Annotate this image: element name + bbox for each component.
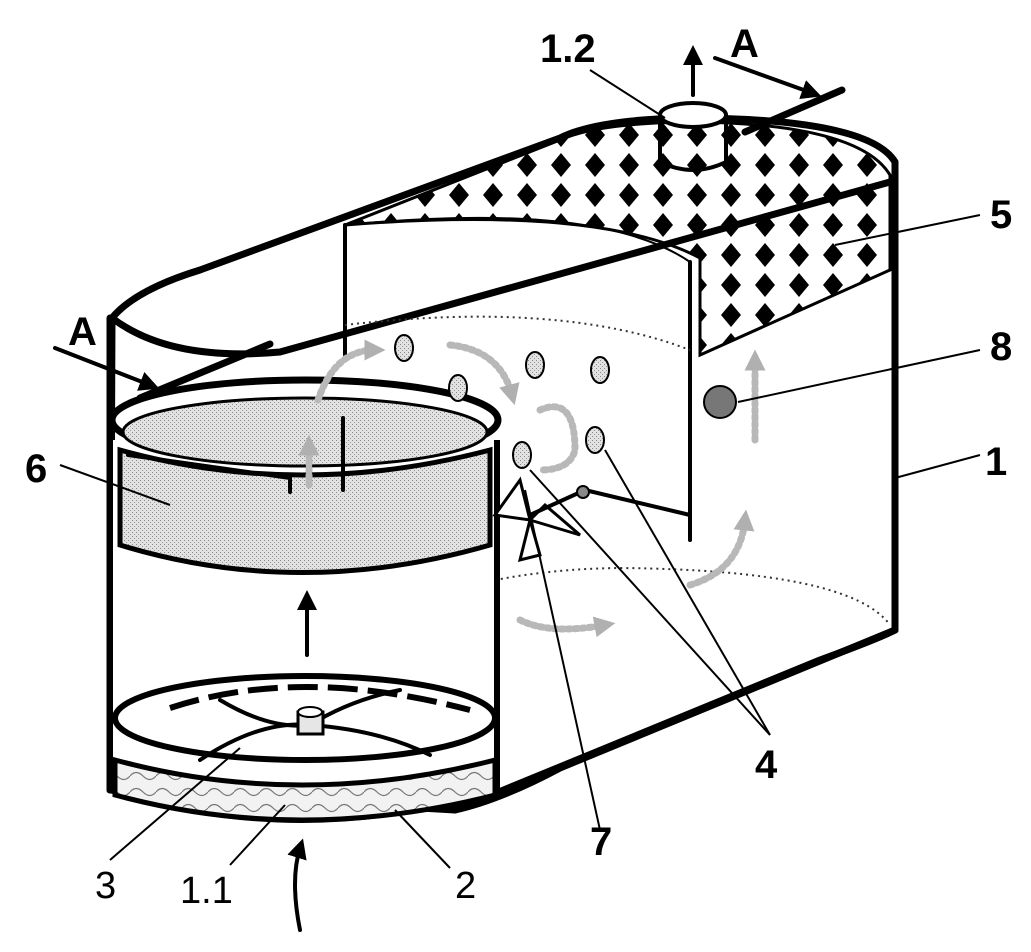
nozzles	[394, 334, 610, 469]
fan	[492, 476, 692, 563]
cartridge-cylinder	[107, 376, 502, 823]
label-nozzles: 4	[755, 743, 778, 787]
label-filter-block: 5	[990, 193, 1012, 237]
label-section-right: A	[730, 22, 759, 66]
label-fan: 7	[590, 820, 612, 864]
label-inlet: 1.1	[180, 870, 233, 912]
label-impeller: 3	[95, 865, 116, 907]
inlet-arrow	[287, 838, 307, 932]
leader-lines	[59, 69, 981, 869]
label-cartridge: 6	[25, 447, 47, 491]
label-bottom-layer: 2	[455, 865, 476, 907]
label-outlet: 1.2	[540, 27, 596, 71]
section-line-right	[713, 56, 846, 136]
label-sensor: 8	[990, 325, 1012, 369]
section-line-left	[53, 340, 274, 402]
sensor	[703, 385, 737, 419]
label-housing: 1	[985, 440, 1007, 484]
label-section-left: A	[68, 310, 97, 354]
